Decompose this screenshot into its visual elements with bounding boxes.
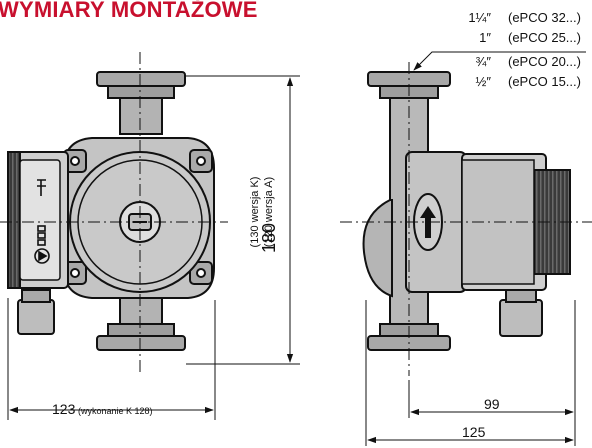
thread-model-3: (ePCO 15...) bbox=[508, 74, 581, 89]
dimension-lines bbox=[7, 51, 586, 446]
dim-height-note-a: (120 wersja A) bbox=[263, 177, 275, 247]
front-cable-gland bbox=[17, 299, 55, 335]
thread-sizes: 1¼″ (ePCO 32...) 1″ (ePCO 25...) ¾″ (ePC… bbox=[468, 10, 581, 89]
front-centerlines bbox=[0, 52, 228, 376]
thread-model-1: (ePCO 25...) bbox=[508, 30, 581, 45]
front-control-symbols bbox=[34, 179, 50, 264]
dim-width-note: (wykonanie K 128) bbox=[78, 406, 153, 416]
dim-height-group: 180 bbox=[259, 223, 279, 253]
thread-size-0: 1¼″ bbox=[468, 10, 491, 25]
dim-motor-width-value: 99 bbox=[484, 396, 500, 412]
side-volute bbox=[362, 199, 393, 298]
side-view bbox=[362, 71, 571, 351]
dim-height-value: 180 bbox=[259, 223, 279, 253]
dim-total-width-value: 125 bbox=[462, 424, 486, 440]
front-view bbox=[7, 71, 215, 351]
front-bolt-lugs bbox=[63, 149, 213, 285]
front-bottom-flange bbox=[96, 291, 186, 351]
dim-height-note-k: (130 wersja K) bbox=[249, 177, 261, 248]
thread-model-0: (ePCO 32...) bbox=[508, 10, 581, 25]
side-centerlines bbox=[340, 62, 592, 376]
dim-width-value: 123 bbox=[52, 401, 76, 417]
thread-model-2: (ePCO 20...) bbox=[508, 54, 581, 69]
thread-size-3: ½″ bbox=[476, 74, 492, 89]
thread-size-2: ¾″ bbox=[476, 54, 492, 69]
page-title: WYMIARY MONTAŻOWE bbox=[0, 0, 258, 22]
thread-size-1: 1″ bbox=[479, 30, 491, 45]
front-top-flange bbox=[96, 71, 186, 135]
side-cable-gland bbox=[499, 299, 543, 337]
